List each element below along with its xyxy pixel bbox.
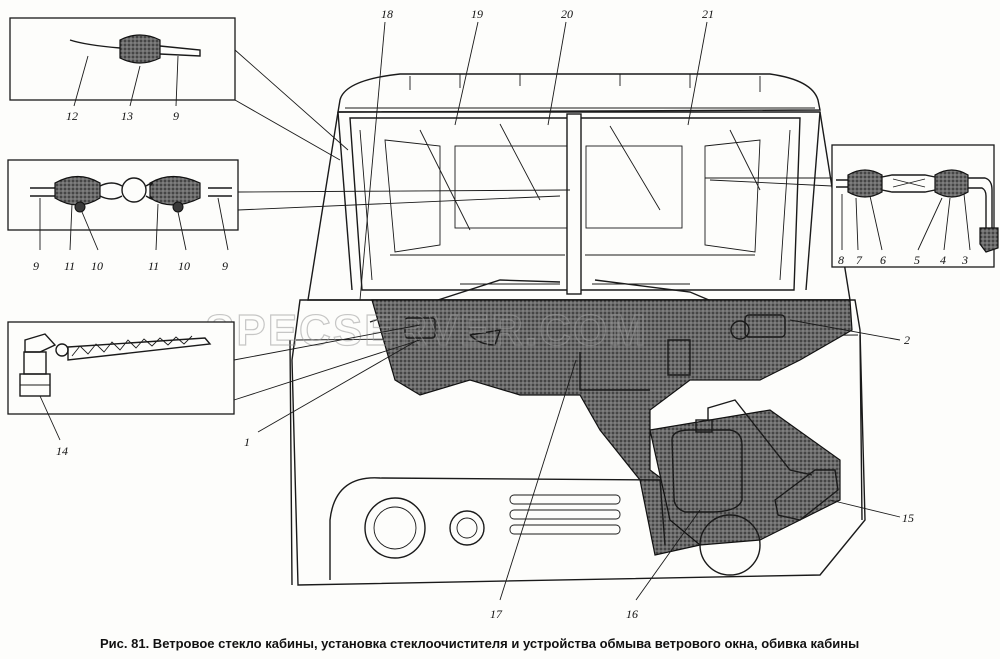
label-1: 1 — [244, 435, 250, 449]
cab-body — [289, 73, 866, 586]
leader-inset-top — [234, 49, 349, 161]
leader-inset-bottom — [233, 324, 421, 401]
label-10-mid-b: 10 — [178, 259, 190, 273]
label-21: 21 — [702, 7, 714, 21]
label-8: 8 — [838, 253, 844, 267]
label-9-top: 9 — [173, 109, 179, 123]
leader-inset-mid — [237, 189, 571, 211]
label-13: 13 — [121, 109, 133, 123]
label-19: 19 — [471, 7, 483, 21]
label-15: 15 — [902, 511, 914, 525]
label-12: 12 — [66, 109, 78, 123]
watermark: SPECSERVER.COM — [205, 306, 648, 355]
figure-caption: Рис. 81. Ветровое стекло кабины, установ… — [100, 636, 859, 651]
leader-inset-right — [705, 177, 833, 187]
label-7: 7 — [856, 253, 863, 267]
label-11-mid-a: 11 — [64, 259, 75, 273]
callout-leaders — [257, 21, 901, 601]
inset-mid-left — [7, 159, 239, 251]
label-18: 18 — [381, 7, 393, 21]
inset-bottom-left — [7, 321, 235, 441]
label-9-mid-b: 9 — [222, 259, 228, 273]
label-16: 16 — [626, 607, 638, 621]
label-11-mid-b: 11 — [148, 259, 159, 273]
label-17: 17 — [490, 607, 503, 621]
label-10-mid-a: 10 — [91, 259, 103, 273]
label-6: 6 — [880, 253, 886, 267]
inset-top-left — [9, 17, 236, 107]
label-14: 14 — [56, 444, 68, 458]
label-9-mid-a: 9 — [33, 259, 39, 273]
label-3: 3 — [961, 253, 968, 267]
label-5: 5 — [914, 253, 920, 267]
label-4: 4 — [940, 253, 946, 267]
inset-right — [831, 144, 999, 268]
label-20: 20 — [561, 7, 573, 21]
label-2: 2 — [904, 333, 910, 347]
